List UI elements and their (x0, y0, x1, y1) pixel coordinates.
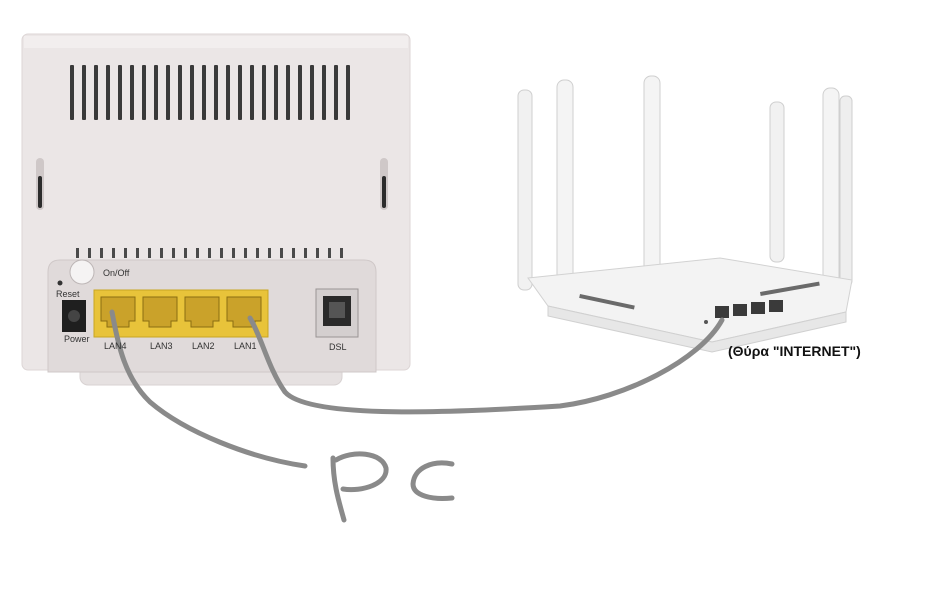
on-off-button (70, 260, 94, 284)
lan3-label: LAN3 (150, 341, 173, 351)
reset-label: Reset (56, 289, 80, 299)
handwritten-note-strokes (333, 454, 452, 520)
lan1-label: LAN1 (234, 341, 257, 351)
modem-device (22, 34, 410, 385)
dsl-label: DSL (329, 342, 347, 352)
lan2-label: LAN2 (192, 341, 215, 351)
router-internet-port (715, 306, 729, 318)
reset-pinhole (58, 281, 63, 286)
internet-port-annotation: (Θύρα "INTERNET") (728, 343, 861, 359)
on-off-label: On/Off (103, 268, 129, 278)
lan4-label: LAN4 (104, 341, 127, 351)
power-label: Power (64, 334, 90, 344)
router-device (518, 76, 852, 352)
